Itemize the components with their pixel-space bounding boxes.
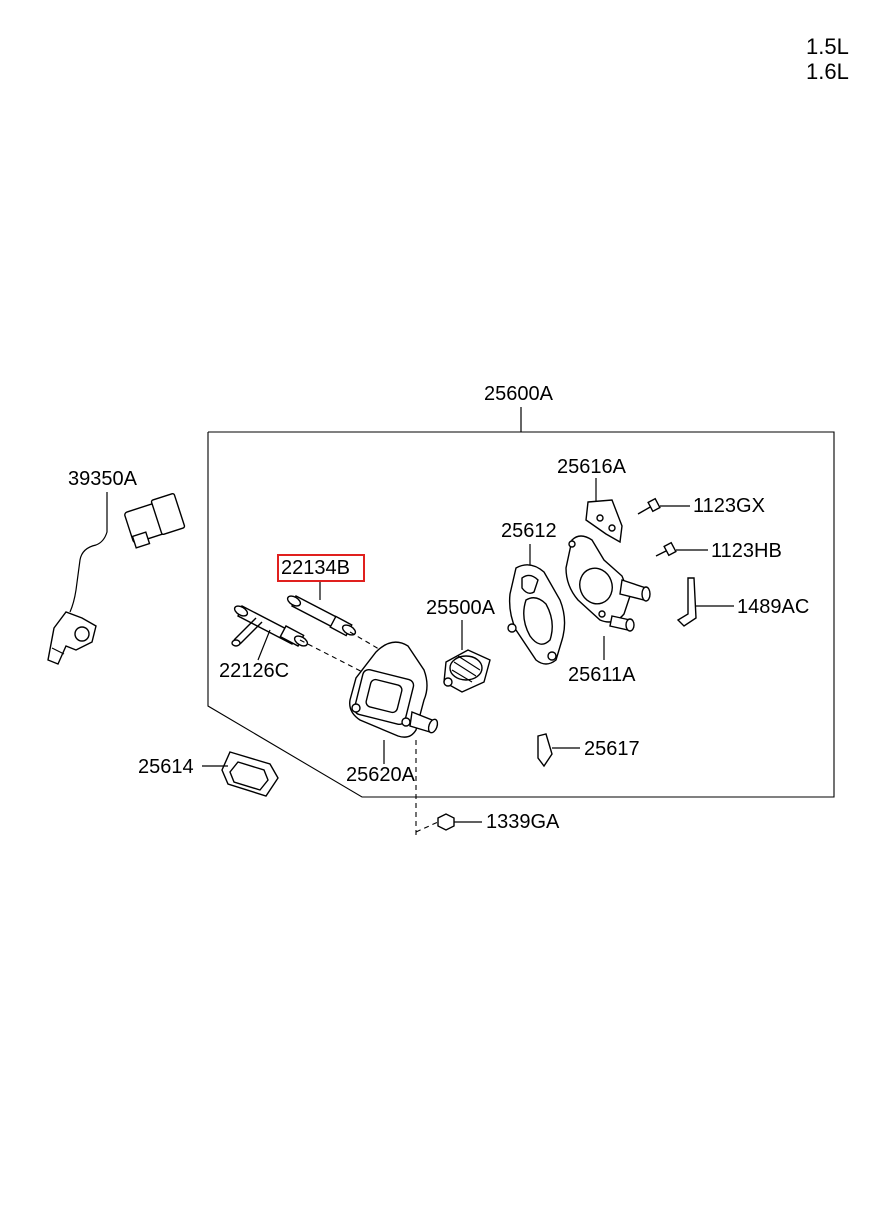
part-label-1123GX[interactable]: 1123GX	[693, 495, 765, 517]
dash-pipe2-to-housing	[349, 631, 385, 653]
pipe-22126C	[231, 605, 309, 661]
engine-variant-label: 1.5L	[806, 34, 849, 59]
bolt-1123HB	[655, 541, 708, 557]
part-label-25612[interactable]: 25612	[501, 520, 557, 542]
part-label-25611A[interactable]: 25611A	[568, 664, 636, 686]
nut-1339GA	[437, 813, 482, 831]
sensor-39350A	[47, 492, 186, 665]
part-label-1339GA[interactable]: 1339GA	[486, 811, 560, 833]
assembly-frame	[207, 431, 835, 798]
clip-1489AC	[676, 577, 734, 627]
gasket-25612	[507, 544, 566, 665]
gasket-25614	[202, 751, 279, 797]
dash-nut-horizontal	[415, 821, 439, 833]
part-label-22134B[interactable]: 22134B	[281, 557, 350, 579]
highlight-box-22134B	[277, 554, 365, 582]
part-label-25500A[interactable]: 25500A	[426, 597, 495, 619]
part-label-1489AC[interactable]: 1489AC	[737, 596, 810, 618]
housing-25620A	[349, 641, 439, 764]
engine-variant-label: 1.6L	[806, 59, 849, 84]
part-label-39350A[interactable]: 39350A	[68, 468, 137, 490]
part-label-1123HB[interactable]: 1123HB	[711, 540, 782, 562]
bracket-25616A	[585, 478, 623, 544]
thermostat-25500A	[443, 620, 491, 693]
clip-25617	[537, 733, 580, 768]
part-label-25600A[interactable]: 25600A	[484, 383, 553, 405]
part-label-25616A[interactable]: 25616A	[557, 456, 626, 478]
pipe-22134B	[286, 582, 357, 637]
part-label-25620A[interactable]: 25620A	[346, 764, 415, 786]
bolt-1123GX	[637, 497, 690, 515]
part-label-25614[interactable]: 25614	[138, 756, 194, 778]
part-label-25617[interactable]: 25617	[584, 738, 640, 760]
part-label-22126C[interactable]: 22126C	[219, 660, 290, 682]
cover-25611A	[565, 535, 651, 660]
